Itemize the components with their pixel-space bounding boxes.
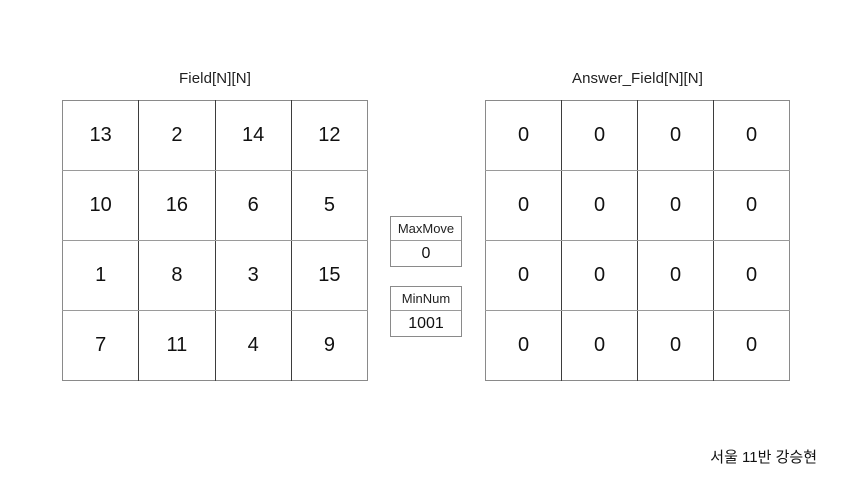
answer-cell-3-3: 0 <box>745 334 758 356</box>
field-cell-2-2: 3 <box>215 240 292 311</box>
field-cell-3-3: 9 <box>323 334 335 356</box>
answer-cell-2-3: 0 <box>713 240 790 311</box>
answer-cell-1-1: 0 <box>561 170 638 241</box>
answer-field-panel: Answer_Field[N][N] 0 0 0 0 0 0 0 0 0 0 <box>485 70 790 381</box>
table-row: 1 8 3 15 <box>62 240 368 311</box>
answer-cell-0-1: 0 <box>561 100 638 171</box>
answer-cell-0-2: 0 <box>637 100 714 171</box>
maxmove-box: MaxMove 0 <box>390 216 462 267</box>
field-cell-2-0: 1 <box>62 240 140 311</box>
field-panel-title: Field[N][N] <box>179 70 251 87</box>
field-cell-3-2: 4 <box>215 310 292 381</box>
answer-cell-1-2: 0 <box>637 170 714 241</box>
maxmove-label: MaxMove <box>391 217 461 241</box>
field-cell-3-1: 11 <box>138 310 216 381</box>
field-grid: 13 2 14 12 10 16 6 5 1 8 3 15 <box>62 100 368 381</box>
table-row: 0 0 0 0 <box>485 100 790 171</box>
answer-field-grid: 0 0 0 0 0 0 0 0 0 0 0 0 0 <box>485 100 790 381</box>
table-row: 13 2 14 12 <box>62 100 368 171</box>
answer-cell-2-2: 0 <box>637 240 714 311</box>
field-cell-0-2: 14 <box>215 100 292 171</box>
answer-cell-3-1: 0 <box>561 310 638 381</box>
answer-cell-2-0: 0 <box>485 240 562 311</box>
field-cell-2-3: 15 <box>291 240 368 311</box>
maxmove-value: 0 <box>421 245 431 262</box>
answer-cell-2-1: 0 <box>561 240 638 311</box>
table-row: 10 16 6 5 <box>62 170 368 241</box>
field-cell-0-0: 13 <box>62 100 140 171</box>
field-cell-2-1: 8 <box>138 240 216 311</box>
answer-field-panel-title: Answer_Field[N][N] <box>571 70 703 87</box>
field-cell-1-1: 16 <box>138 170 216 241</box>
field-panel: Field[N][N] 13 2 14 12 10 16 6 5 1 8 <box>62 70 368 381</box>
footer-credit: 서울 11반 강승현 <box>710 449 817 466</box>
field-cell-1-2: 6 <box>215 170 292 241</box>
minnum-label: MinNum <box>391 287 461 311</box>
field-cell-3-0: 7 <box>62 310 140 381</box>
minnum-value: 1001 <box>408 315 444 332</box>
answer-cell-3-0: 0 <box>485 310 562 381</box>
field-cell-0-1: 2 <box>138 100 216 171</box>
table-row: 7 11 4 9 <box>62 310 368 381</box>
answer-cell-0-3: 0 <box>713 100 790 171</box>
field-cell-1-3: 5 <box>291 170 368 241</box>
field-cell-1-0: 10 <box>62 170 140 241</box>
field-cell-0-3: 12 <box>291 100 368 171</box>
answer-cell-1-0: 0 <box>485 170 562 241</box>
minnum-box: MinNum 1001 <box>390 286 462 337</box>
answer-cell-3-2: 0 <box>637 310 714 381</box>
answer-cell-0-0: 0 <box>485 100 562 171</box>
table-row: 0 0 0 0 <box>485 310 790 381</box>
table-row: 0 0 0 0 <box>485 170 790 241</box>
answer-cell-1-3: 0 <box>713 170 790 241</box>
table-row: 0 0 0 0 <box>485 240 790 311</box>
